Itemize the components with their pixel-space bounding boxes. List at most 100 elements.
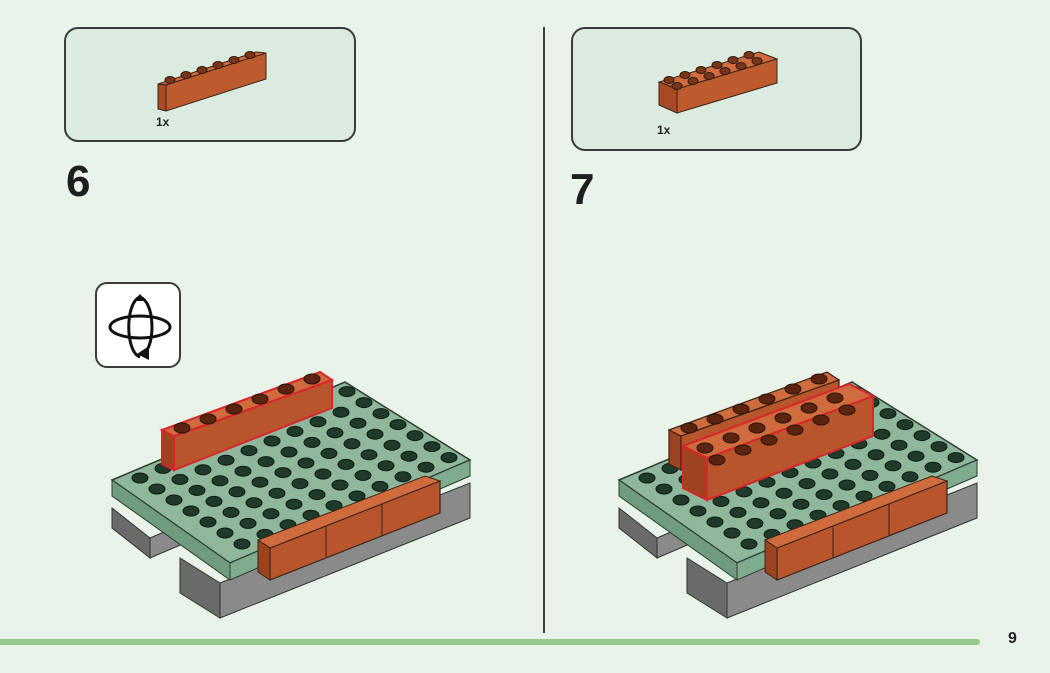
- plate-stud: [320, 447, 338, 459]
- plate-stud: [924, 461, 942, 473]
- plate-stud: [171, 473, 189, 485]
- page-number: 9: [1008, 630, 1017, 647]
- plate-stud: [873, 428, 891, 440]
- plate-stud: [274, 467, 292, 479]
- plate-stud: [723, 527, 741, 539]
- plate-stud: [216, 527, 234, 539]
- plate-stud: [148, 483, 166, 495]
- part-quantity: 1x: [156, 115, 170, 129]
- brick-2x6-part: [657, 51, 779, 114]
- footer-bar: [0, 639, 980, 645]
- plate-stud: [400, 450, 418, 462]
- plate-stud: [314, 468, 332, 480]
- plate-stud: [638, 472, 656, 484]
- plate-stud: [861, 469, 879, 481]
- plate-stud: [417, 461, 435, 473]
- part-quantity: 1x: [657, 123, 671, 137]
- plate-stud: [280, 446, 298, 458]
- plate-stud: [672, 494, 690, 506]
- rotate-model-icon: [95, 282, 181, 368]
- plate-stud: [268, 487, 286, 499]
- plate-stud: [217, 454, 235, 466]
- plate-stud: [879, 408, 897, 420]
- step-number: 7: [570, 165, 595, 214]
- plate-stud: [394, 471, 412, 483]
- plate-stud: [884, 460, 902, 472]
- plate-stud: [222, 506, 240, 518]
- plate-stud: [947, 452, 965, 464]
- plate-stud: [383, 439, 401, 451]
- plate-stud: [337, 458, 355, 470]
- plate-stud: [729, 506, 747, 518]
- plate-stud: [240, 445, 258, 457]
- plate-stud: [257, 456, 275, 468]
- plate-stud: [233, 538, 251, 550]
- plate-stud: [245, 497, 263, 509]
- plate-stud: [211, 475, 229, 487]
- plate-stud: [234, 465, 252, 477]
- plate-stud: [205, 495, 223, 507]
- plate-stud: [286, 425, 304, 437]
- plate-stud: [930, 441, 948, 453]
- plate-stud: [372, 408, 390, 420]
- plate-stud: [655, 483, 673, 495]
- plate-stud: [303, 436, 321, 448]
- plate-stud: [348, 490, 366, 502]
- plate-stud: [285, 498, 303, 510]
- plate-stud: [239, 517, 257, 529]
- plate-stud: [188, 484, 206, 496]
- plate-stud: [194, 464, 212, 476]
- plate-stud: [423, 441, 441, 453]
- step-6-model: [110, 370, 472, 619]
- plate-stud: [878, 480, 896, 492]
- plate-stud: [752, 497, 770, 509]
- plate-stud: [440, 452, 458, 464]
- plate-stud: [389, 419, 407, 431]
- plate-stud: [792, 498, 810, 510]
- plate-stud: [309, 416, 327, 428]
- plate-stud: [867, 449, 885, 461]
- plate-stud: [355, 397, 373, 409]
- plate-stud: [228, 486, 246, 498]
- plate-stud: [371, 480, 389, 492]
- plate-stud: [746, 517, 764, 529]
- plate-stud: [251, 476, 269, 488]
- plate-stud: [377, 460, 395, 472]
- plate-stud: [406, 430, 424, 442]
- step-number: 6: [66, 157, 91, 206]
- brick-1x6-part: [157, 51, 267, 112]
- plate-stud: [308, 489, 326, 501]
- plate-stud: [366, 428, 384, 440]
- plate-stud: [775, 487, 793, 499]
- plate-stud: [896, 419, 914, 431]
- plate-stud: [182, 505, 200, 517]
- plate-stud: [890, 439, 908, 451]
- plate-stud: [815, 489, 833, 501]
- plate-stud: [360, 449, 378, 461]
- plate-stud: [349, 417, 367, 429]
- plate-stud: [297, 457, 315, 469]
- plate-stud: [343, 438, 361, 450]
- plate-stud: [326, 427, 344, 439]
- step-7-parts-callout: 1x: [571, 27, 862, 151]
- plate-stud: [263, 435, 281, 447]
- plate-stud: [798, 478, 816, 490]
- plate-stud: [821, 468, 839, 480]
- step-6-parts-callout: 1x: [64, 27, 356, 142]
- plate-stud: [706, 516, 724, 528]
- plate-stud: [165, 494, 183, 506]
- step-7-model: [617, 371, 979, 619]
- plate-stud: [262, 508, 280, 520]
- plate-stud: [131, 472, 149, 484]
- plate-stud: [844, 458, 862, 470]
- plate-stud: [712, 495, 730, 507]
- plate-stud: [332, 406, 350, 418]
- plate-stud: [689, 505, 707, 517]
- plate-stud: [740, 538, 758, 550]
- plate-stud: [769, 508, 787, 520]
- plate-stud: [913, 430, 931, 442]
- plate-stud: [901, 471, 919, 483]
- plate-stud: [291, 478, 309, 490]
- plate-stud: [354, 469, 372, 481]
- step-divider: [543, 27, 545, 633]
